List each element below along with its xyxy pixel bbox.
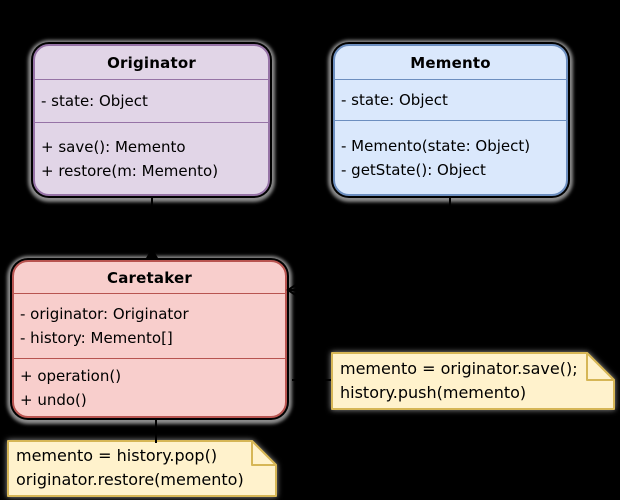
class-methods-caretaker: + operation() + undo() bbox=[14, 359, 285, 416]
note-undo-snippet: memento = history.pop() originator.resto… bbox=[7, 440, 277, 497]
note-fold-corner bbox=[586, 352, 615, 381]
uml-class-caretaker: Caretaker - originator: Originator - his… bbox=[12, 260, 287, 418]
note-text: memento = originator.save(); history.pus… bbox=[340, 357, 578, 405]
method-line: + restore(m: Memento) bbox=[41, 161, 219, 180]
method-line: + operation() bbox=[20, 366, 122, 385]
connector-originator-caretaker bbox=[146, 197, 158, 258]
note-text: memento = history.pop() originator.resto… bbox=[16, 444, 244, 492]
attribute-line: - history: Memento[] bbox=[20, 329, 173, 347]
arrowhead-left-icon bbox=[286, 281, 301, 299]
class-attributes-originator: - state: Object bbox=[35, 80, 268, 123]
class-attributes-caretaker: - originator: Originator - history: Meme… bbox=[14, 294, 285, 359]
note-line: memento = history.pop() bbox=[16, 446, 218, 465]
class-attributes-memento: - state: Object bbox=[335, 80, 566, 121]
method-line: + undo() bbox=[20, 390, 87, 409]
method-line: - Memento(state: Object) bbox=[341, 136, 531, 155]
class-methods-originator: + save(): Memento + restore(m: Memento) bbox=[35, 123, 268, 194]
note-shape bbox=[331, 352, 615, 410]
class-title-originator: Originator bbox=[35, 46, 268, 80]
note-shape bbox=[7, 440, 277, 497]
uml-class-memento: Memento - state: Object - Memento(state:… bbox=[333, 44, 568, 196]
note-fold-corner bbox=[251, 440, 277, 466]
attribute-line: - originator: Originator bbox=[20, 305, 189, 323]
note-line: memento = originator.save(); bbox=[340, 359, 578, 378]
attribute-line: - state: Object bbox=[41, 92, 148, 110]
connector-memento-caretaker bbox=[286, 198, 451, 299]
method-line: + save(): Memento bbox=[41, 137, 186, 156]
uml-class-originator: Originator - state: Object + save(): Mem… bbox=[33, 44, 270, 196]
class-title-memento: Memento bbox=[335, 46, 566, 80]
arrowhead-up-icon bbox=[146, 248, 158, 258]
method-line: - getState(): Object bbox=[341, 160, 486, 179]
note-save-snippet: memento = originator.save(); history.pus… bbox=[331, 352, 615, 410]
note-line: originator.restore(memento) bbox=[16, 470, 244, 489]
note-body bbox=[7, 440, 277, 497]
note-line: history.push(memento) bbox=[340, 383, 527, 402]
note-body bbox=[331, 352, 615, 410]
class-title-caretaker: Caretaker bbox=[14, 262, 285, 294]
attribute-line: - state: Object bbox=[341, 91, 448, 109]
class-methods-memento: - Memento(state: Object) - getState(): O… bbox=[335, 121, 566, 194]
